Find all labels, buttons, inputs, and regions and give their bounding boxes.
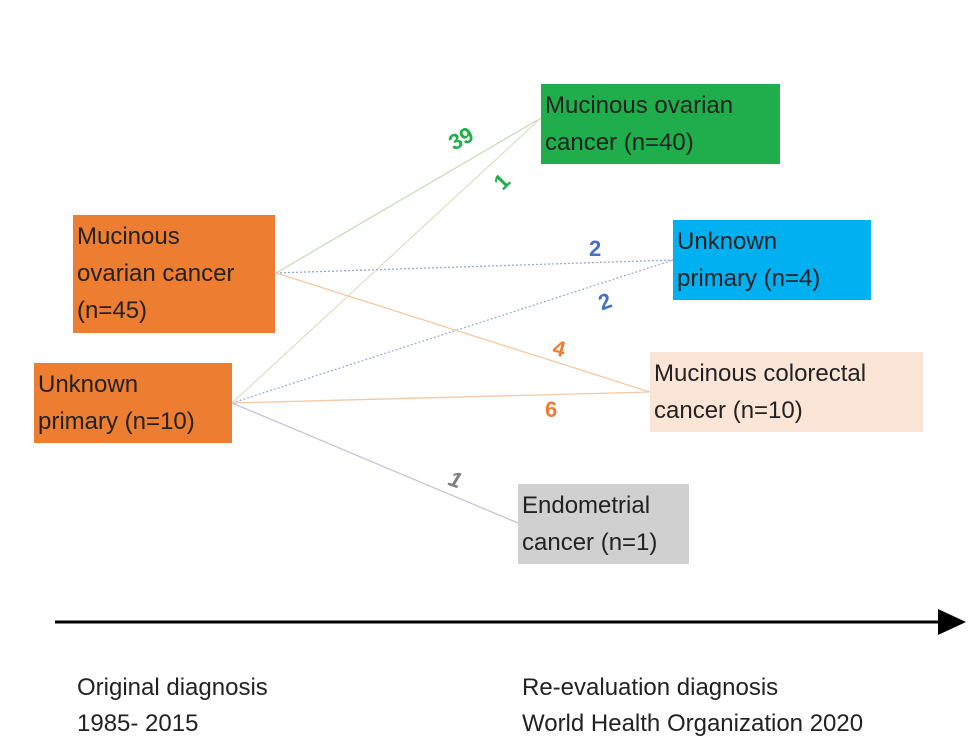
original-diagnosis-label: Original diagnosis 1985- 2015 — [77, 670, 268, 742]
reevaluation-diagnosis-label: Re-evaluation diagnosis World Health Org… — [522, 670, 863, 742]
flow-line-unknown-to-endometrial — [231, 402, 519, 524]
original-diagnosis-line-2: 1985- 2015 — [77, 710, 199, 737]
original-mucinous-ovarian-line-3: (n=45) — [77, 297, 148, 324]
flow-count-ovarian-to-unknown: 2 — [589, 236, 602, 261]
flow-line-unknown-to-colorectal — [231, 391, 651, 404]
revised-unknown-primary-line-2: primary (n=4) — [677, 265, 821, 292]
reevaluation-diagnosis-line-1: Re-evaluation diagnosis — [522, 674, 779, 701]
original-unknown-primary-box: Unknown primary (n=10) — [34, 363, 232, 443]
revised-endometrial-line-2: cancer (n=1) — [522, 529, 658, 556]
revised-unknown-primary-line-1: Unknown — [677, 228, 778, 255]
revised-colorectal-box: Mucinous colorectal cancer (n=10) — [650, 352, 923, 432]
revised-colorectal-line-1: Mucinous colorectal — [654, 360, 867, 387]
flow-line-unknown-to-unknown — [231, 259, 674, 404]
revised-endometrial-line-1: Endometrial — [522, 492, 651, 519]
reevaluation-diagnosis-line-2: World Health Organization 2020 — [522, 710, 864, 737]
flow-line-unknown-to-ovarian — [231, 117, 542, 404]
original-mucinous-ovarian-line-1: Mucinous — [77, 223, 180, 250]
original-unknown-primary-line-1: Unknown — [38, 371, 139, 398]
revised-colorectal-line-2: cancer (n=10) — [654, 397, 803, 424]
revised-unknown-primary-box: Unknown primary (n=4) — [673, 220, 871, 300]
flow-line-ovarian-to-colorectal — [275, 272, 651, 393]
original-mucinous-ovarian-box: Mucinous ovarian cancer (n=45) — [73, 215, 275, 333]
revised-endometrial-box: Endometrial cancer (n=1) — [518, 484, 689, 564]
original-unknown-primary-line-2: primary (n=10) — [38, 408, 195, 435]
revised-mucinous-ovarian-box: Mucinous ovarian cancer (n=40) — [541, 84, 780, 164]
flow-line-ovarian-to-ovarian — [275, 117, 542, 274]
flow-line-ovarian-to-unknown — [275, 259, 674, 274]
revised-mucinous-ovarian-line-2: cancer (n=40) — [545, 129, 694, 156]
revised-mucinous-ovarian-line-1: Mucinous ovarian — [545, 92, 734, 119]
original-diagnosis-line-1: Original diagnosis — [77, 674, 268, 701]
timeline-arrowhead — [938, 609, 966, 635]
original-mucinous-ovarian-line-2: ovarian cancer — [77, 260, 235, 287]
flow-count-unknown-to-colorectal: 6 — [545, 397, 558, 422]
